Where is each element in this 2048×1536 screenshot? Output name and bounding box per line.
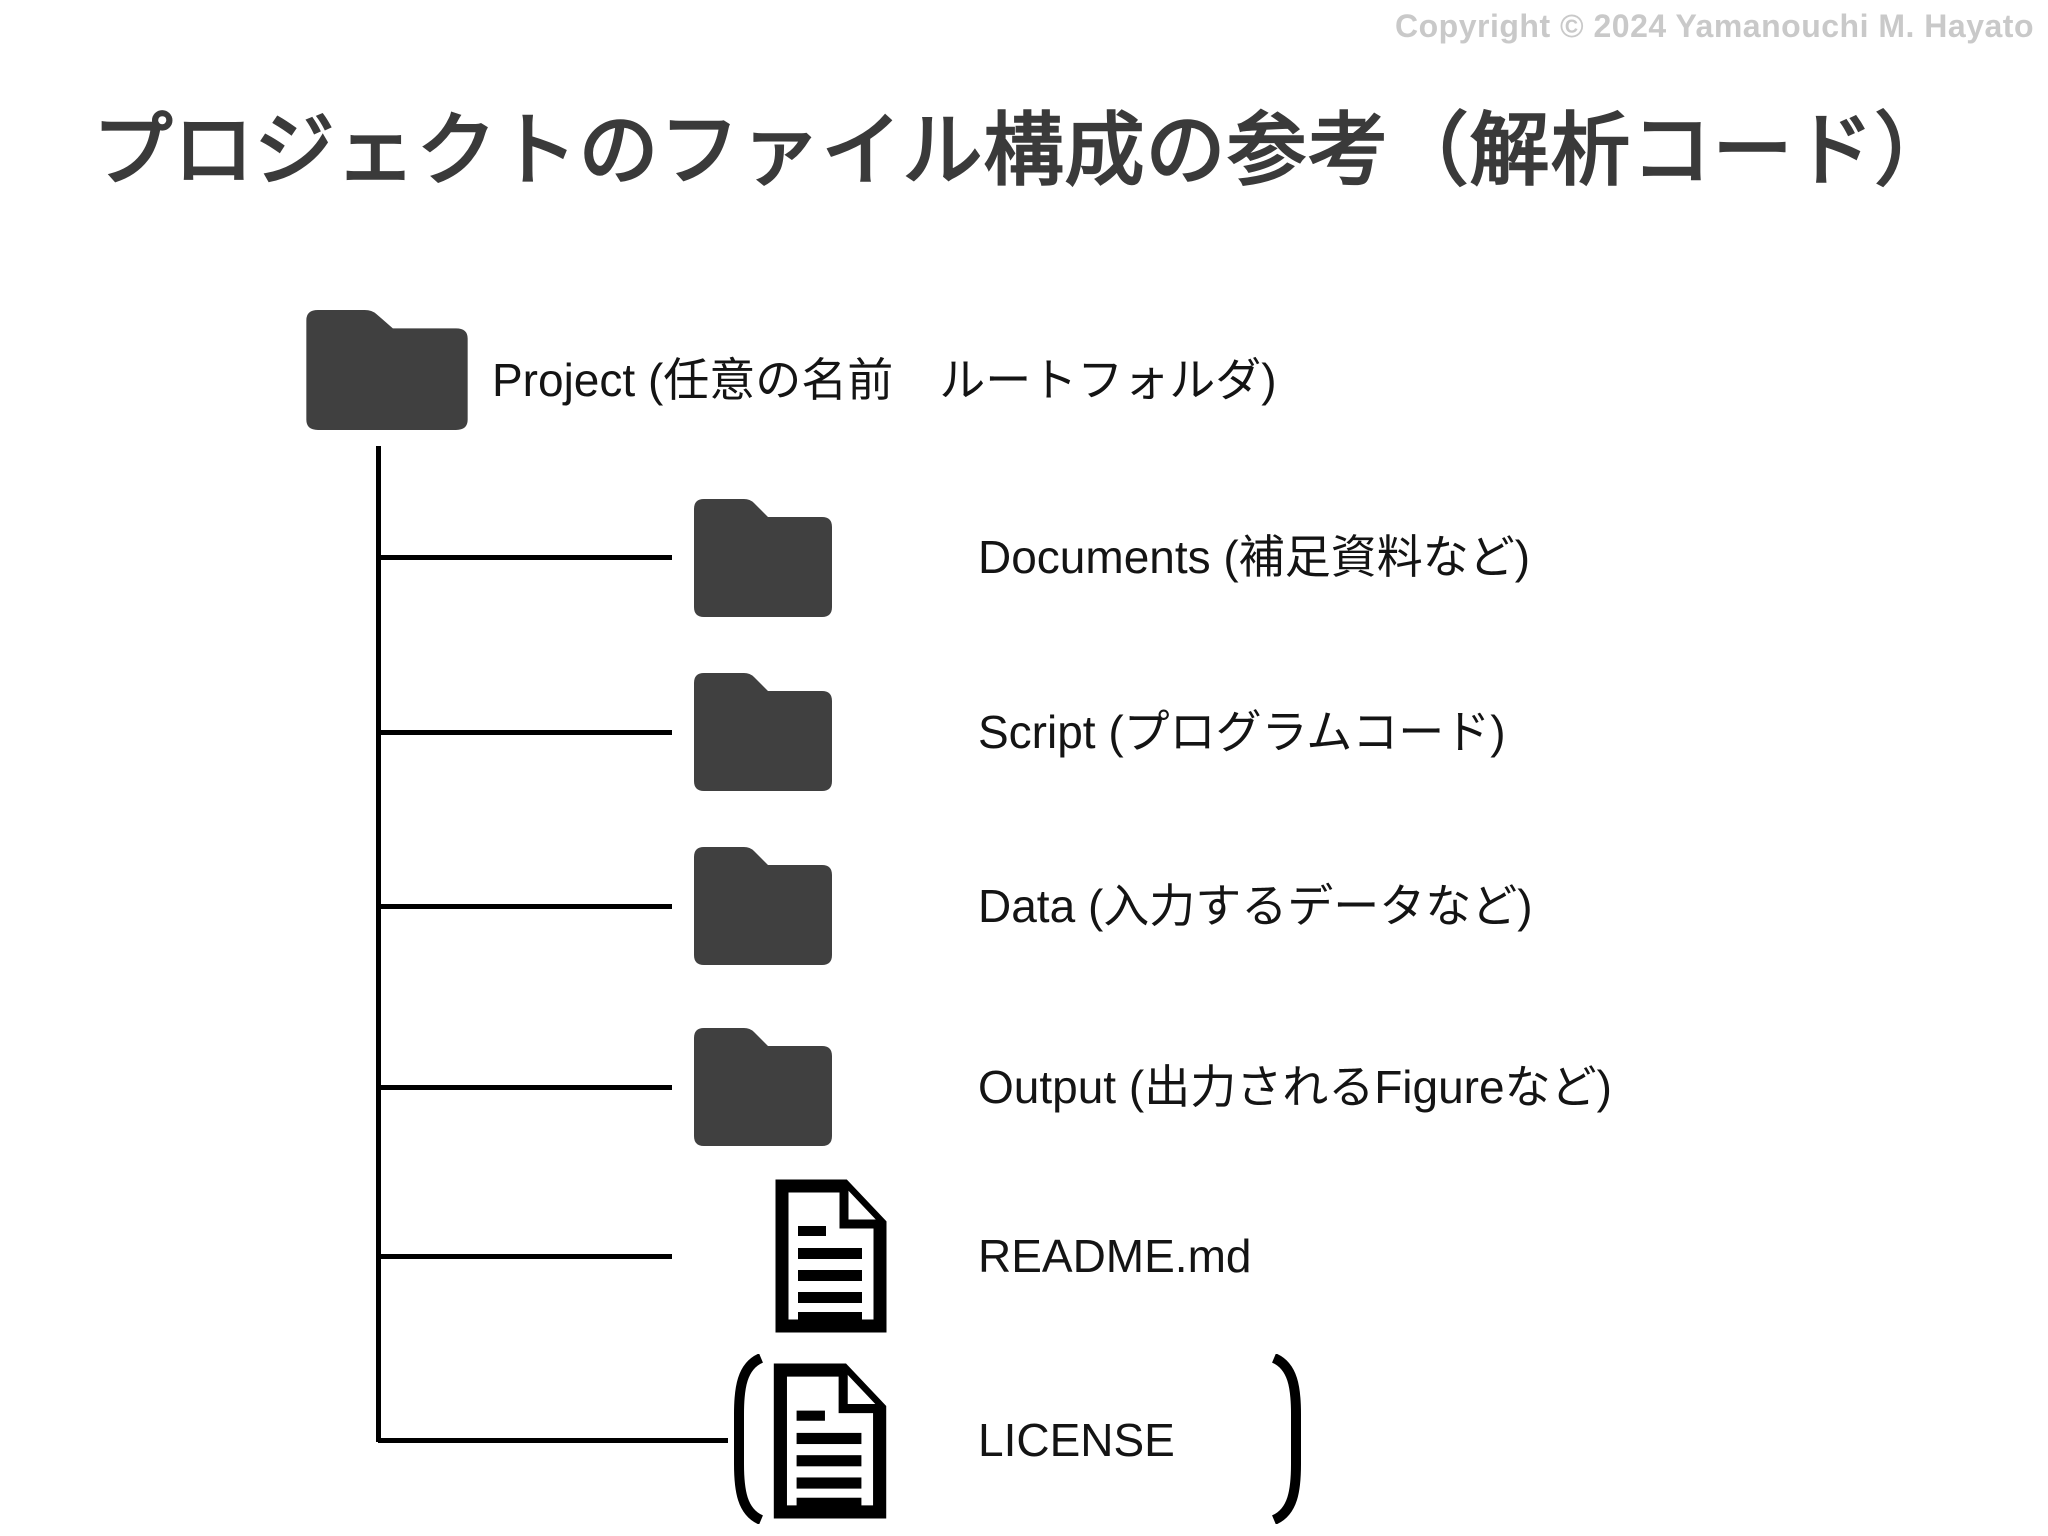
tree-node-label-project: Project (任意の名前 ルートフォルダ): [492, 354, 1277, 406]
tree-node-label-license: LICENSE: [978, 1414, 1175, 1466]
copyright-text: Copyright © 2024 Yamanouchi M. Hayato: [1395, 8, 2034, 44]
page-title: プロジェクトのファイル構成の参考（解析コード）: [92, 106, 1956, 195]
folder-icon: [306, 310, 468, 430]
document-icon: [768, 1362, 890, 1520]
left-bracket-icon: [734, 1354, 764, 1524]
tree-node-label-output: Output (出力されるFigureなど): [978, 1061, 1612, 1113]
folder-icon: [694, 1028, 832, 1146]
tree-branch-line: [378, 730, 672, 735]
tree-vertical-line: [376, 446, 381, 1442]
tree-node-label-data: Data (入力するデータなど): [978, 880, 1533, 932]
tree-node-label-documents: Documents (補足資料など): [978, 531, 1531, 583]
folder-icon: [694, 673, 832, 791]
tree-branch-line: [378, 1254, 672, 1259]
tree-branch-line: [378, 1438, 728, 1443]
tree-branch-line: [378, 555, 672, 560]
tree-node-label-script: Script (プログラムコード): [978, 706, 1506, 758]
folder-icon: [694, 847, 832, 965]
tree-branch-line: [378, 904, 672, 909]
right-bracket-icon: [1271, 1354, 1301, 1524]
document-icon: [770, 1178, 890, 1334]
folder-icon: [694, 499, 832, 617]
tree-branch-line: [378, 1085, 672, 1090]
tree-node-label-readme: README.md: [978, 1230, 1252, 1282]
